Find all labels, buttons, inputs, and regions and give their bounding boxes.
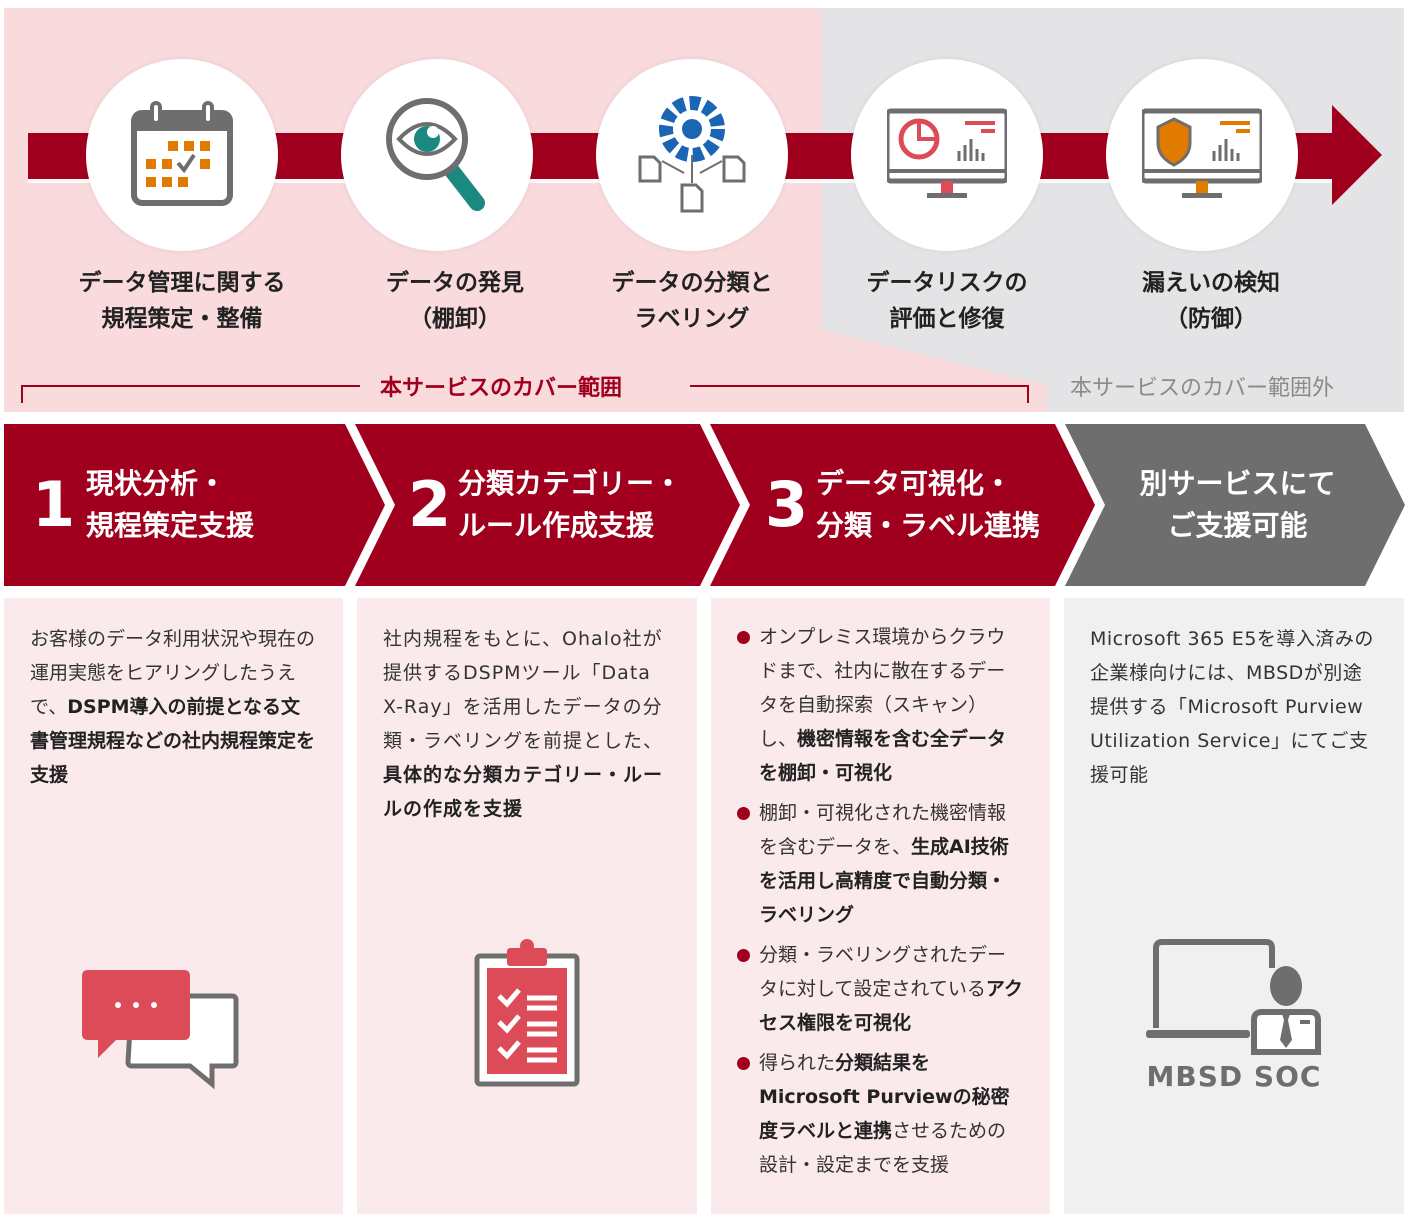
body-text: オンプレミス環境からクラウドまで、社内に散在するデータを自動探索（スキャン）し、 xyxy=(759,626,1006,750)
emphasis-text: アクセス権限を可視化 xyxy=(759,978,1023,1034)
bullet-text: オンプレミス環境からクラウドまで、社内に散在するデータを自動探索（スキャン）し、… xyxy=(759,620,1024,790)
emphasis-text: 機密情報を含む全データを棚卸・可視化 xyxy=(759,728,1007,784)
clipboard-checklist-icon xyxy=(474,939,580,1087)
panel-service-2: 社内規程をもとに、Ohalo社が提供するDSPMツール「Data X-Ray」を… xyxy=(357,598,697,1214)
step-circle-3 xyxy=(596,59,788,251)
step-label-1: データ管理に関する規程策定・整備 xyxy=(57,265,307,337)
body-text: 分類・ラベリングされたデータに対して設定されている xyxy=(759,944,1007,1000)
step-label-line: 評価と修復 xyxy=(889,306,1005,332)
panel-service-1: お客様のデータ利用状況や現在の運用実態をヒアリングしたうえで、DSPM導入の前提… xyxy=(4,598,343,1214)
bullet-text: 得られた分類結果をMicrosoft Purviewの秘密度ラベルと連携させるた… xyxy=(759,1046,1024,1182)
service-title-line: ルール作成支援 xyxy=(458,509,655,542)
mbsd-soc-label: MBSD SOC xyxy=(1146,1060,1322,1093)
step-label-line: 規程策定・整備 xyxy=(101,306,263,332)
service-title-line: 現状分析・ xyxy=(86,467,227,500)
chevron-service-3 xyxy=(710,424,1095,586)
service-title-line: 分類・ラベル連携 xyxy=(816,509,1041,542)
laptop-user-icon xyxy=(1146,939,1321,1055)
step-label-line: ラベリング xyxy=(634,306,750,332)
coverage-in-label: 本サービスのカバー範囲 xyxy=(380,376,623,401)
step-label-5: 漏えいの検知 （防御） xyxy=(1086,265,1336,337)
coverage-out-label: 本サービスのカバー範囲外 xyxy=(1070,376,1335,401)
step-circle-1 xyxy=(86,59,278,251)
service-title-line: ご支援可能 xyxy=(1167,509,1308,542)
bullet-dot-icon xyxy=(737,807,750,820)
chevron-service-1 xyxy=(4,424,385,586)
bullet-dot-icon xyxy=(737,949,750,962)
service-title-1: 現状分析・規程策定支援 xyxy=(86,463,254,547)
calendar-icon xyxy=(131,101,233,206)
service-title-line: データ可視化・ xyxy=(816,467,1013,500)
service-number-3: 3 xyxy=(765,468,809,541)
step-label-line: 漏えいの検知 xyxy=(1142,270,1280,296)
step-label-line: （棚卸） xyxy=(409,306,501,332)
bullet-text: 分類・ラベリングされたデータに対して設定されているアクセス権限を可視化 xyxy=(759,938,1024,1040)
service-title-line: 別サービスにて xyxy=(1139,467,1336,500)
bullet-item: 棚卸・可視化された機密情報を含むデータを、生成AI技術を活用し高精度で自動分類・… xyxy=(737,796,1024,932)
bullet-dot-icon xyxy=(737,1057,750,1070)
bullet-item: 得られた分類結果をMicrosoft Purviewの秘密度ラベルと連携させるた… xyxy=(737,1046,1024,1182)
step-label-line: データリスクの xyxy=(866,270,1028,296)
service-number-1: 1 xyxy=(32,468,76,541)
step-label-3: データの分類とラベリング xyxy=(567,265,817,337)
emphasis-text: 具体的な分類カテゴリー・ルールの作成を支援 xyxy=(383,764,664,820)
coverage-bracket xyxy=(21,385,1029,403)
step-label-line: データの発見 xyxy=(386,270,524,296)
service-title-line: 分類カテゴリー・ xyxy=(458,467,683,500)
monitor-shield-icon xyxy=(1142,108,1262,198)
step-circle-5 xyxy=(1106,59,1298,251)
body-text: 社内規程をもとに、Ohalo社が提供するDSPMツール「Data X-Ray」を… xyxy=(383,628,664,752)
panel-service-3: オンプレミス環境からクラウドまで、社内に散在するデータを自動探索（スキャン）し、… xyxy=(711,598,1050,1214)
service-title-2: 分類カテゴリー・ルール作成支援 xyxy=(458,463,682,547)
step-label-4: データリスクの評価と修復 xyxy=(822,265,1072,337)
body-text: させるための設計・設定までを支援 xyxy=(759,1120,1007,1176)
body-text: Microsoft 365 E5を導入済みの企業様向けには、MBSDが別途提供す… xyxy=(1090,628,1374,786)
bullet-text: 棚卸・可視化された機密情報を含むデータを、生成AI技術を活用し高精度で自動分類・… xyxy=(759,796,1024,932)
bullet-item: オンプレミス環境からクラウドまで、社内に散在するデータを自動探索（スキャン）し、… xyxy=(737,620,1024,790)
chat-bubbles-icon xyxy=(82,970,239,1090)
body-text: お客様のデータ利用状況や現在の運用実態をヒアリングしたうえで、 xyxy=(30,628,316,718)
body-text: 棚卸・可視化された機密情報を含むデータを、 xyxy=(759,802,1007,858)
bullet-item: 分類・ラベリングされたデータに対して設定されているアクセス権限を可視化 xyxy=(737,938,1024,1040)
emphasis-text: 生成AI技術を活用し高精度で自動分類・ラベリング xyxy=(759,836,1009,926)
bullet-dot-icon xyxy=(737,631,750,644)
monitor-chart-icon xyxy=(887,108,1007,198)
panel-text: 社内規程をもとに、Ohalo社が提供するDSPMツール「Data X-Ray」を… xyxy=(383,622,671,826)
panel-service-4: Microsoft 365 E5を導入済みの企業様向けには、MBSDが別途提供す… xyxy=(1064,598,1404,1214)
step-label-line: （防御） xyxy=(1165,306,1257,332)
body-text: 得られた xyxy=(759,1052,836,1074)
emphasis-text: 分類結果をMicrosoft Purviewの秘密度ラベルと連携 xyxy=(759,1052,1010,1142)
step-label-line: データ管理に関する xyxy=(78,270,286,296)
step-circle-4 xyxy=(851,59,1043,251)
service-title-line: 規程策定支援 xyxy=(86,509,255,542)
step-label-2: データの発見 （棚卸） xyxy=(330,265,580,337)
chevron-service-2 xyxy=(355,424,740,586)
service-title-4: 別サービスにてご支援可能 xyxy=(1110,463,1365,547)
emphasis-text: DSPM導入の前提となる文書管理規程などの社内規程策定を支援 xyxy=(30,696,316,786)
service-title-3: データ可視化・分類・ラベル連携 xyxy=(816,463,1040,547)
gear-documents-icon xyxy=(638,96,746,213)
step-circle-2 xyxy=(341,59,533,251)
panel-text: お客様のデータ利用状況や現在の運用実態をヒアリングしたうえで、DSPM導入の前提… xyxy=(30,622,317,792)
process-arrow-head xyxy=(1332,105,1382,205)
chevron-service-4 xyxy=(1065,424,1405,586)
step-label-line: データの分類と xyxy=(611,270,773,296)
panel-text: Microsoft 365 E5を導入済みの企業様向けには、MBSDが別途提供す… xyxy=(1090,622,1378,792)
service-number-2: 2 xyxy=(408,468,452,541)
magnifier-eye-icon xyxy=(386,98,485,211)
